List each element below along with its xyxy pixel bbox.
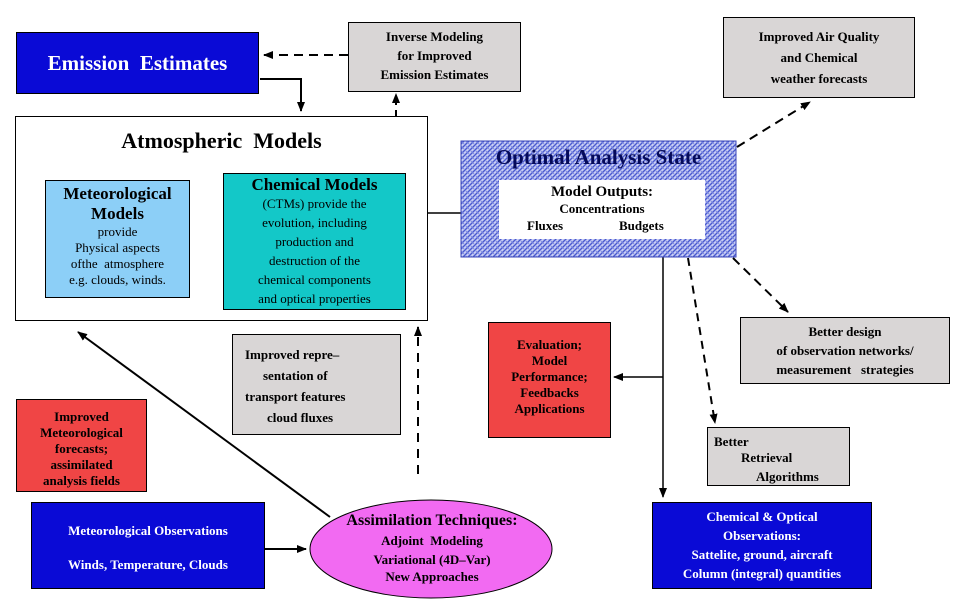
meteorological-models-body-4: e.g. clouds, winds. [69, 272, 166, 287]
retrieval-line-1: Better [714, 434, 749, 449]
chem-obs-line-1: Chemical & Optical [706, 509, 818, 524]
inverse-modeling-line-1: Inverse Modeling [385, 29, 484, 44]
chemical-optical-observations-box: Chemical & Optical Observations: Satteli… [652, 502, 872, 589]
model-outputs-box: Model Outputs: Concentrations Fluxes Bud… [499, 180, 705, 239]
meteorological-models-title-2: Models [91, 204, 144, 223]
evaluation-line-5: Applications [514, 401, 585, 416]
arrow-assimilation-to-models [77, 331, 331, 518]
meteorological-models-box: Meteorological Models provide Physical a… [45, 180, 190, 298]
met-obs-line-1: Meteorological Observations [68, 523, 228, 538]
chemical-models-body-1: (CTMs) provide the [262, 196, 367, 211]
chem-obs-line-3: Sattelite, ground, aircraft [691, 547, 833, 562]
assimilation-text: Assimilation Techniques: Adjoint Modelin… [312, 510, 552, 585]
arrow-optimal-to-retrieval [687, 257, 718, 424]
evaluation-line-2: Model [531, 353, 568, 368]
representation-line-2: sentation of [263, 368, 328, 383]
air-quality-line-2: and Chemical [780, 50, 858, 65]
chemical-models-body-4: destruction of the [269, 253, 360, 268]
inverse-modeling-line-3: Emission Estimates [380, 67, 489, 82]
chemical-models-box: Chemical Models (CTMs) provide the evolu… [223, 173, 406, 310]
improved-met-line-4: assimilated [50, 457, 113, 472]
improved-representation-box: Improved repre– sentation of transport f… [232, 334, 401, 435]
retrieval-line-3: Algorithms [756, 469, 819, 484]
emission-estimates-label: Emission Estimates [47, 51, 228, 75]
meteorological-models-body-3: ofthe atmosphere [70, 256, 165, 271]
meteorological-models-body-2: Physical aspects [75, 240, 160, 255]
chemical-models-title: Chemical Models [251, 175, 378, 194]
improved-met-line-1: Improved [54, 409, 109, 424]
chemical-models-body-5: chemical components [258, 272, 371, 287]
emission-estimates-box: Emission Estimates [16, 32, 259, 94]
improved-meteorological-box: Improved Meteorological forecasts; assim… [16, 399, 147, 492]
improved-air-quality-box: Improved Air Quality and Chemical weathe… [723, 17, 915, 98]
fluxes-label: Fluxes [527, 218, 564, 233]
concentrations-label: Concentrations [559, 201, 645, 216]
better-design-line-3: measurement strategies [776, 362, 914, 377]
meteorological-models-title-1: Meteorological [63, 184, 172, 203]
arrow-optimal-to-air-quality [736, 101, 811, 148]
chem-obs-line-4: Column (integral) quantities [682, 566, 842, 581]
evaluation-line-1: Evaluation; [516, 337, 582, 352]
evaluation-box: Evaluation; Model Performance; Feedbacks… [488, 322, 611, 438]
representation-line-4: cloud fluxes [267, 410, 334, 425]
evaluation-line-4: Feedbacks [520, 385, 579, 400]
arrow-emission-to-models [260, 78, 305, 112]
assimilation-title: Assimilation Techniques: [346, 512, 518, 529]
inverse-modeling-box: Inverse Modeling for Improved Emission E… [348, 22, 521, 92]
atmospheric-models-title: Atmospheric Models [121, 128, 322, 153]
improved-met-line-2: Meteorological [40, 425, 123, 440]
assimilation-item-2: Variational (4D–Var) [373, 552, 491, 567]
model-outputs-title: Model Outputs: [550, 184, 654, 200]
budgets-label: Budgets [619, 218, 664, 233]
chemical-models-body-3: production and [275, 234, 354, 249]
meteorological-models-body-1: provide [97, 224, 138, 239]
chemical-models-body-6: and optical properties [258, 291, 371, 306]
better-retrieval-box: Better Retrieval Algorithms [707, 427, 850, 486]
retrieval-line-2: Retrieval [741, 450, 793, 465]
improved-met-line-3: forecasts; [54, 441, 109, 456]
assimilation-item-3: New Approaches [385, 569, 479, 584]
air-quality-line-3: weather forecasts [770, 71, 868, 86]
atmospheric-models-box: Atmospheric Models Meteorological Models… [15, 116, 428, 321]
met-obs-line-2: Winds, Temperature, Clouds [68, 557, 228, 572]
better-design-line-1: Better design [808, 324, 882, 339]
assimilation-item-1: Adjoint Modeling [381, 533, 483, 548]
assimilation-ellipse [309, 499, 553, 599]
optimal-analysis-title: Optimal Analysis State [495, 145, 702, 169]
better-design-box: Better design of observation networks/ m… [740, 317, 950, 384]
arrow-optimal-to-design [732, 257, 789, 313]
air-quality-line-1: Improved Air Quality [758, 29, 880, 44]
evaluation-line-3: Performance; [511, 369, 588, 384]
chemical-models-body-2: evolution, including [262, 215, 367, 230]
chem-obs-line-2: Observations: [723, 528, 801, 543]
meteorological-observations-box: Meteorological Observations Winds, Tempe… [31, 502, 265, 589]
improved-met-line-5: analysis fields [43, 473, 120, 488]
inverse-modeling-line-2: for Improved [397, 48, 472, 63]
representation-line-3: transport features [245, 389, 346, 404]
better-design-line-2: of observation networks/ [776, 343, 914, 358]
representation-line-1: Improved repre– [245, 347, 340, 362]
